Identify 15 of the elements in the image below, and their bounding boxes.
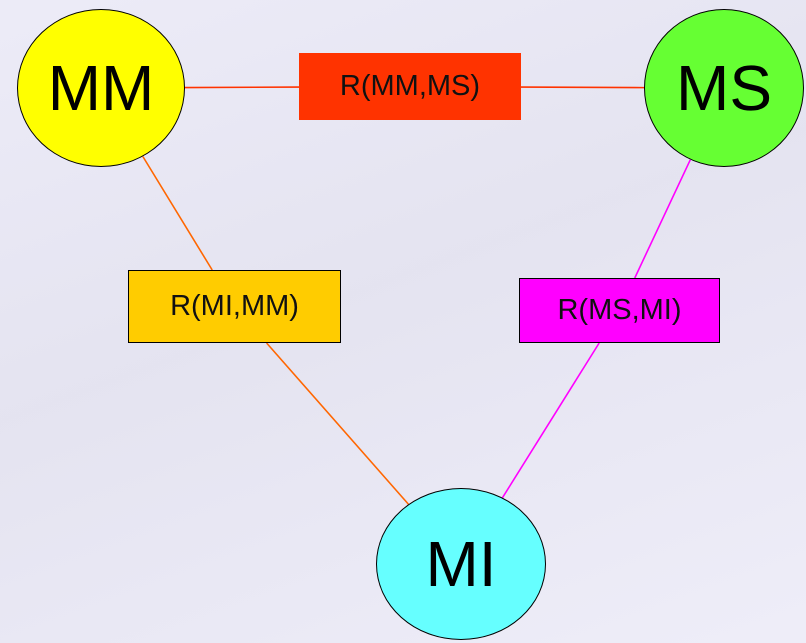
relation-box bbox=[519, 278, 720, 343]
relation-box bbox=[128, 270, 341, 343]
relation-box bbox=[299, 53, 521, 120]
connector-line bbox=[266, 342, 410, 505]
connector-line bbox=[521, 86, 644, 88]
connector-line bbox=[502, 342, 600, 498]
connector-line bbox=[142, 156, 213, 270]
node-label: MI bbox=[425, 532, 497, 596]
node-label: R(MS,MI) bbox=[557, 296, 682, 325]
node-label: R(MM,MS) bbox=[340, 72, 480, 101]
connector-line bbox=[634, 159, 692, 278]
node-label: MS bbox=[676, 56, 772, 120]
connector-line bbox=[185, 86, 299, 88]
node-label: R(MI,MM) bbox=[170, 292, 299, 321]
node-label: MM bbox=[48, 56, 154, 120]
